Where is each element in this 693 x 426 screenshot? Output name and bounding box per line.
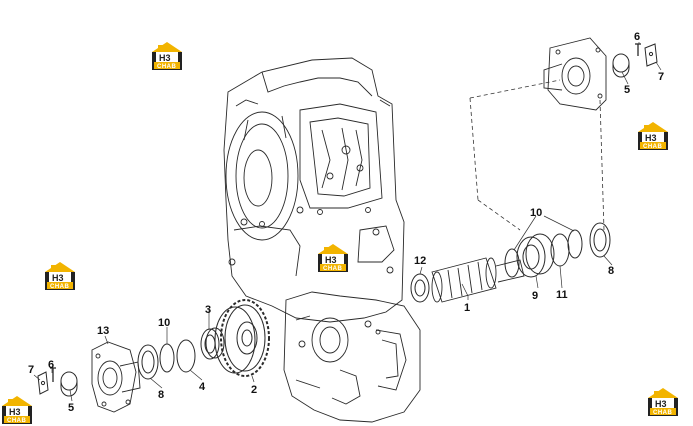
part-seal-8-left	[137, 344, 159, 380]
part-plate-7-lower	[37, 371, 49, 395]
callout-label: 6	[48, 359, 54, 371]
part-snap-ring-10a	[504, 248, 520, 278]
callout-label: 7	[658, 71, 664, 83]
callout-label: 2	[251, 384, 257, 396]
watermark-letters: H3	[325, 255, 337, 265]
part-bolt-6-upper	[635, 43, 641, 56]
watermark-caption: CHAB	[7, 418, 26, 424]
callout-label: 12	[414, 255, 426, 267]
transmission-housing	[223, 57, 405, 323]
watermark-caption: CHAB	[157, 64, 176, 70]
callout-label: 8	[158, 389, 164, 401]
callout-label: 6	[634, 31, 640, 43]
watermark-caption: CHAB	[323, 266, 342, 272]
leader-lines	[33, 42, 662, 402]
part-bearing-cover-upper	[543, 37, 607, 111]
callout-label: 13	[97, 325, 109, 337]
part-plate-7-upper	[644, 43, 658, 67]
part-snap-ring-10-left	[159, 343, 175, 373]
watermark-caption: CHAB	[653, 410, 672, 416]
watermark-logo: H3 CHAB	[318, 244, 348, 272]
part-bearing-3	[200, 327, 225, 360]
watermark-logo: H3 CHAB	[45, 262, 75, 290]
part-cap-5-lower	[60, 371, 78, 397]
callout-label: 8	[608, 265, 614, 277]
part-seal-8-right	[589, 222, 611, 258]
watermark-letters: H3	[52, 273, 64, 283]
part-cover-13	[91, 341, 141, 413]
callout-labels: 1 2 3 4 5 6 7 8 9 10 11 12 13 10 8 5 6 7	[28, 31, 664, 414]
callout-label: 7	[28, 364, 34, 376]
watermark-letters: H3	[9, 407, 21, 417]
callout-label: 10	[158, 317, 170, 329]
part-bolt-6-lower	[50, 367, 56, 382]
callout-label: 5	[624, 84, 630, 96]
callout-label: 10	[530, 207, 542, 219]
callout-label: 3	[205, 304, 211, 316]
watermark-logo: H3 CHAB	[152, 42, 182, 70]
watermark-logo: H3 CHAB	[2, 396, 32, 424]
exploded-view-frame	[469, 79, 605, 231]
watermark-caption: CHAB	[50, 284, 69, 290]
housing-lower-section	[283, 291, 421, 423]
watermark-letters: H3	[159, 53, 171, 63]
part-snap-ring-10b	[567, 229, 583, 259]
callout-label: 1	[464, 302, 470, 314]
watermark-logo: H3 CHAB	[638, 122, 668, 150]
watermark-logo: H3 CHAB	[648, 388, 678, 416]
part-bearing-9	[516, 233, 555, 278]
callout-label: 9	[532, 290, 538, 302]
callout-label: 4	[199, 381, 206, 393]
part-output-shaft	[431, 257, 525, 303]
watermark-letters: H3	[655, 399, 667, 409]
part-ring-4	[176, 339, 196, 373]
callout-label: 11	[556, 289, 568, 301]
part-cap-5-upper	[612, 53, 630, 78]
part-seal-12	[410, 273, 430, 303]
callout-label: 5	[68, 402, 74, 414]
watermark-letters: H3	[645, 133, 657, 143]
watermark-caption: CHAB	[643, 144, 662, 150]
